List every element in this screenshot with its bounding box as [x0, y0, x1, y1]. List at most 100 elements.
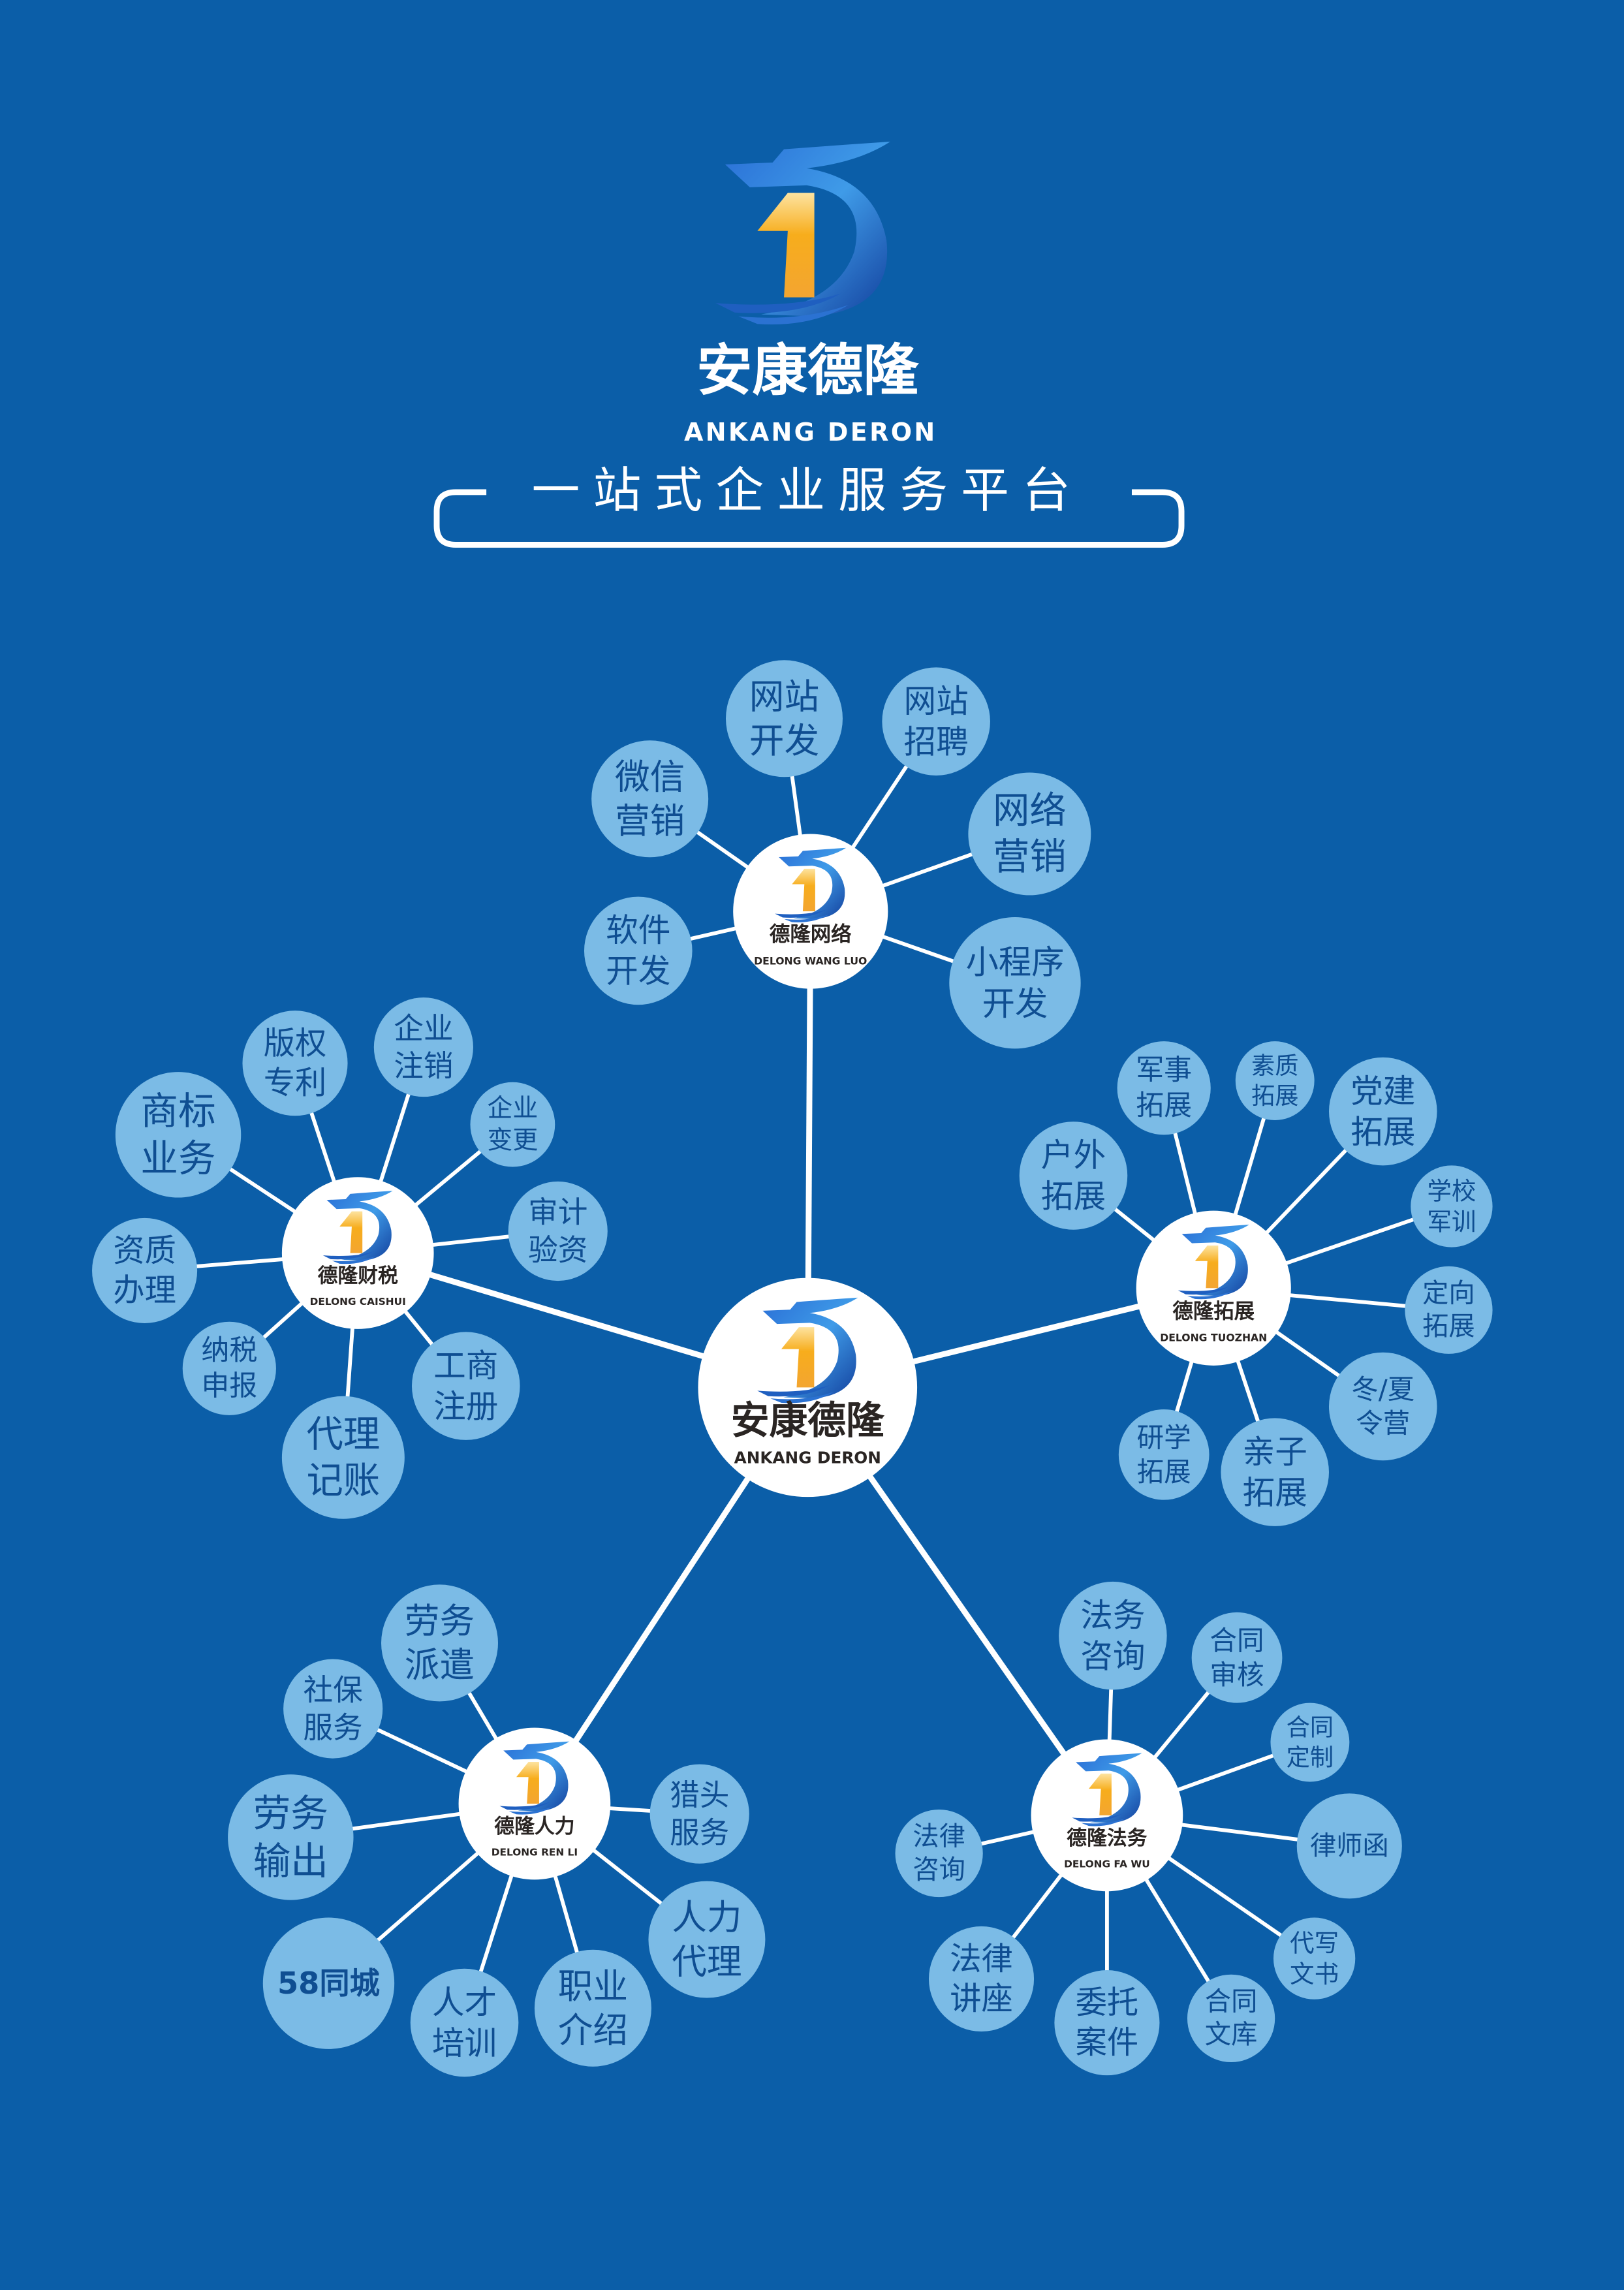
service-bubble — [1118, 1409, 1210, 1500]
service-label: 纳税 — [201, 1334, 257, 1367]
service-node-tuozhan[interactable]: 冬/夏令营 — [1328, 1352, 1437, 1461]
service-bubble — [591, 740, 709, 858]
service-bubble — [92, 1217, 198, 1323]
service-label: 专利 — [264, 1065, 327, 1101]
service-label: 代理 — [672, 1941, 742, 1982]
hub-circle — [281, 1177, 434, 1329]
service-label: 户外 — [1041, 1137, 1106, 1174]
hub-subtitle: DELONG REN LI — [492, 1846, 578, 1858]
hub-subtitle: DELONG TUOZHAN — [1160, 1332, 1267, 1344]
service-label: 委托 — [1076, 1984, 1139, 2021]
brand-name-cn: 安康德隆 — [696, 339, 919, 403]
service-label: 网站 — [904, 682, 969, 720]
service-label: 猎头 — [670, 1778, 729, 1812]
hub-name: 德隆拓展 — [1172, 1300, 1255, 1323]
service-label: 令营 — [1356, 1408, 1410, 1439]
service-bubble — [928, 1926, 1035, 2032]
service-bubble — [381, 1584, 498, 1702]
service-bubble — [373, 997, 473, 1097]
service-bubble — [1405, 1266, 1493, 1354]
service-label: 拓展 — [1243, 1473, 1307, 1511]
service-bubble — [1328, 1057, 1437, 1166]
service-bubble — [1117, 1041, 1211, 1135]
service-label: 拓展 — [1041, 1177, 1106, 1215]
service-label: 派遣 — [405, 1644, 475, 1686]
hub-subtitle: DELONG FA WU — [1064, 1858, 1150, 1870]
service-node-fawu[interactable]: 律师函 — [1296, 1793, 1402, 1899]
service-bubble — [1273, 1917, 1356, 2000]
service-label: 法律 — [950, 1941, 1013, 1977]
service-label: 社保 — [304, 1672, 363, 1707]
service-bubble — [115, 1072, 242, 1198]
service-bubble — [534, 1949, 651, 2067]
hub-subtitle: DELONG WANG LUO — [754, 954, 867, 967]
service-label: 验资 — [528, 1232, 587, 1267]
service-label: 人力 — [672, 1897, 742, 1938]
slogan-frame — [433, 489, 1185, 548]
service-label: 审计 — [528, 1195, 587, 1230]
service-label: 软件 — [606, 911, 670, 949]
service-node-renli[interactable]: 58同城 — [262, 1917, 395, 2049]
service-label: 文书 — [1290, 1960, 1339, 1988]
service-label: 研学 — [1137, 1422, 1191, 1454]
service-label: 咨询 — [1080, 1637, 1145, 1675]
service-label: 营销 — [993, 836, 1067, 878]
service-label: 开发 — [749, 720, 819, 761]
service-label: 讲座 — [950, 1981, 1013, 2017]
service-label: 定制 — [1287, 1743, 1334, 1771]
service-label: 军训 — [1427, 1208, 1476, 1236]
service-bubble — [508, 1181, 608, 1281]
service-label: 培训 — [432, 2024, 497, 2062]
service-label: 审核 — [1210, 1659, 1264, 1691]
service-label: 素质 — [1251, 1052, 1298, 1080]
service-label: 拓展 — [1136, 1090, 1192, 1122]
hub-tuozhan[interactable]: 德隆拓展 DELONG TUOZHAN — [1136, 1210, 1291, 1366]
service-label: 劳务 — [405, 1601, 475, 1642]
service-bubble — [470, 1082, 555, 1167]
brand-58tongcheng-label: 58同城 — [277, 1966, 380, 2001]
